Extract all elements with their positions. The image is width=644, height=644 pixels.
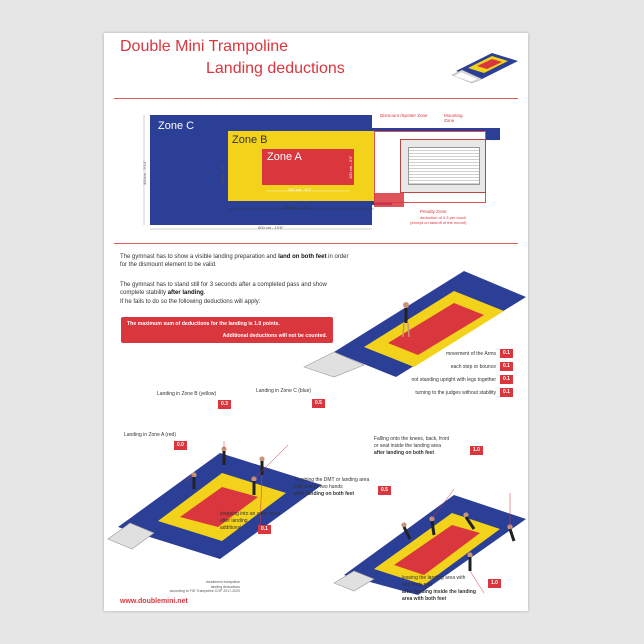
deduction-badge-turning: 0.1: [500, 388, 513, 397]
divider-top: [114, 98, 518, 99]
landing-zones-illustration: [107, 441, 322, 559]
dim-b-width: 400 cm - 13'1": [284, 205, 310, 210]
rule-2-text-c: .: [203, 290, 206, 296]
deduction-badge-arms: 0.1: [500, 349, 513, 358]
rule-1-text-a: The gymnast has to show a visible landin…: [120, 254, 279, 260]
rule-1-text-c: in order for the dismount element to be …: [120, 254, 349, 268]
deduction-badge-step: 0.1: [500, 362, 513, 371]
poster: Double Mini Trampoline Landing deduction…: [104, 33, 528, 611]
zone-a-area: [262, 149, 354, 185]
dim-a-width: 250 cm - 8'3": [288, 187, 312, 192]
penalty-zone-label: Penalty Zone: [420, 209, 447, 214]
penalty-note-2: (except on takeoff of the mount): [410, 220, 467, 225]
zone-c-landing-label: Landing in Zone C (blue): [256, 388, 312, 394]
dim-c-width: 600 cm - 19'8": [258, 225, 284, 230]
knees-fall-label-2: or seat inside the landing area: [374, 443, 441, 449]
zone-a-label: Zone A: [267, 151, 302, 163]
knees-fall-badge: 1.0: [470, 446, 483, 455]
mounting-zone-label: Mounting Zone: [444, 113, 463, 123]
outer-zone-label-1: stepping into an outer zone: [220, 511, 281, 517]
page-subtitle: Landing deductions: [206, 60, 345, 77]
penalty-note-1: deduction of 0.3 per touch: [420, 215, 467, 220]
deduction-label-turning: turning to the judges without stability: [415, 390, 496, 396]
dimension-lines: [143, 115, 374, 230]
callout-line-2: Additional deductions will not be counte…: [222, 333, 327, 339]
rule-1-text-bold: land on both feet: [278, 254, 327, 260]
outer-zone-badge: 0.1: [258, 525, 271, 534]
leave-label-2: any body part: [402, 582, 433, 588]
falls-illustration: [333, 488, 526, 595]
rule-paragraph-1: The gymnast has to show a visible landin…: [120, 253, 350, 269]
footer-line-3: according to FIG Trampoline COP 2017-202…: [169, 589, 240, 593]
touch-label-2: with one or two hands: [294, 484, 343, 490]
rule-paragraph-3: If he fails to do so the following deduc…: [120, 299, 261, 305]
leave-label-4: area with both feet: [402, 596, 447, 602]
zone-a-landing-label: Landing in Zone A (red): [124, 432, 176, 438]
zone-c-landing-badge: 0.5: [312, 399, 325, 408]
zone-a-landing-badge: 0.0: [174, 441, 187, 450]
rule-2-text-a: The gymnast has to stand still for 3 sec…: [120, 282, 327, 296]
rule-2-text-bold: after landing: [167, 290, 204, 296]
outer-zone-label-3: additional: [220, 525, 242, 531]
touch-label-3: after landing on both feet: [294, 491, 354, 497]
knees-fall-label-3: after landing on both feet: [374, 450, 434, 456]
max-deduction-callout: The maximum sum of deductions for the la…: [121, 317, 333, 343]
rule-paragraph-2: The gymnast has to stand still for 3 sec…: [120, 281, 350, 297]
footer-url[interactable]: www.doublemini.net: [120, 598, 188, 605]
leave-label-1: leaving the landing area with: [402, 575, 466, 581]
penalty-zone-box: [374, 193, 404, 207]
touch-label-1: Touching the DMT or landing area: [294, 477, 370, 483]
zone-b-landing-label: Landing in Zone B (yellow): [157, 391, 217, 397]
footer-credit: doublemini trampoline landing deductions…: [170, 580, 240, 594]
deduction-badge-upright: 0.1: [500, 375, 513, 384]
footer-line-1: doublemini trampoline: [205, 580, 240, 584]
landing-mat-illustration-top: [303, 271, 526, 378]
zone-b-landing-badge: 0.3: [218, 400, 231, 409]
callout-line-1: The maximum sum of deductions for the la…: [127, 321, 280, 327]
zone-diagram: Zone C Zone B Zone A 250 cm - 8'3" 100 c…: [104, 33, 528, 243]
divider-middle: [114, 243, 518, 244]
page-title: Double Mini Trampoline: [120, 38, 289, 55]
leave-badge: 1.0: [488, 579, 501, 588]
zone-c-label: Zone C: [158, 120, 195, 132]
trampoline-thumbnail: [451, 53, 518, 84]
deduction-label-upright: not standing upright with legs together: [411, 377, 497, 383]
knees-fall-label-1: Falling onto the knees, back, front: [374, 436, 450, 442]
dismount-zone-label: Dismount /Spotter Zone: [380, 113, 428, 118]
touch-badge: 0.5: [378, 486, 391, 495]
zone-b-label: Zone B: [232, 134, 268, 146]
dmt-net: [408, 147, 480, 185]
leave-label-3: after landing inside the landing: [402, 589, 476, 595]
outer-zone-label-2: after landing: [220, 518, 248, 524]
footer-line-2: landing deductions: [210, 584, 240, 589]
deduction-label-arms: movement of the Arms: [445, 351, 496, 357]
deduction-label-step: each step or bounce: [450, 364, 496, 370]
